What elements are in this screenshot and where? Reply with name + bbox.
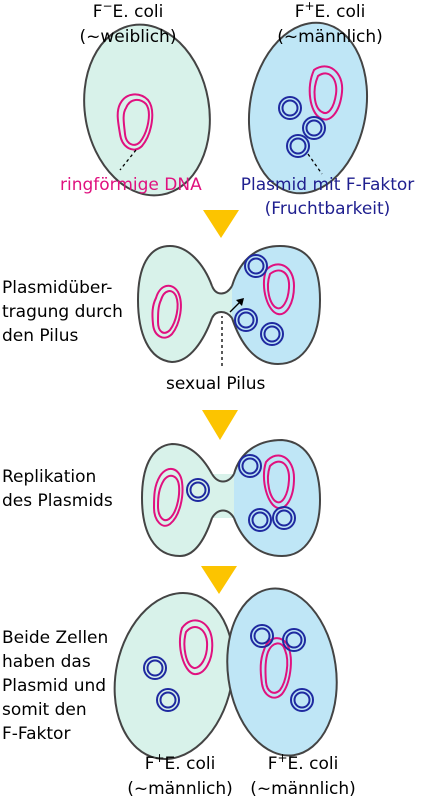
step4-line2: haben das: [2, 652, 91, 672]
male-cell-label: F+E. coli (~männlich): [265, 0, 395, 49]
female-cell-subtitle: (~weiblich): [79, 27, 177, 47]
male-cell-subtitle: (~männlich): [277, 27, 383, 47]
step3-description: Replikation des Plasmids: [2, 465, 113, 513]
conjugating-cells-stage3: [140, 438, 322, 558]
female-cell-top: [83, 23, 211, 197]
step4-line5: F-Faktor: [2, 724, 71, 744]
plasmid-pointer: [307, 153, 323, 175]
pilus-label: sexual Pilus: [166, 374, 266, 394]
bottom-right-title: F+E. coli: [267, 751, 339, 774]
plasmid-label: Plasmid mit F-Faktor (Fruchtbarkeit): [230, 173, 425, 221]
step2-line1: Plasmidüber-: [2, 278, 113, 298]
step-arrow-2: [202, 410, 238, 440]
step-arrow-1: [203, 210, 239, 238]
chromosome-pointer: [119, 149, 137, 171]
step4-line1: Beide Zellen: [2, 628, 109, 648]
step3-line1: Replikation: [2, 467, 97, 487]
step2-line2: tragung durch: [2, 302, 123, 322]
chromosome-label: ringförmige DNA: [60, 175, 202, 195]
daughter-cell-left: [113, 591, 235, 761]
conjugating-cells-stage2: [136, 244, 322, 366]
male-cell-title: F+E. coli: [294, 0, 366, 22]
daughter-cell-right: [226, 587, 338, 757]
chromosome-loop: [116, 93, 154, 151]
bottom-right-label: F+E. coli (~männlich): [238, 751, 368, 801]
bottom-left-title: F+E. coli: [144, 751, 216, 774]
female-cell-label: F−E. coli (~weiblich): [68, 0, 188, 49]
plasmid-label-line2: (Fruchtbarkeit): [264, 199, 391, 219]
male-cell-top: [247, 21, 369, 195]
bottom-left-subtitle: (~männlich): [127, 779, 233, 799]
female-cell-title: F−E. coli: [92, 0, 164, 22]
bottom-left-label: F+E. coli (~männlich): [115, 751, 245, 801]
step2-description: Plasmidüber- tragung durch den Pilus: [2, 276, 123, 348]
step4-line4: somit den: [2, 700, 87, 720]
step4-description: Beide Zellen haben das Plasmid und somit…: [2, 626, 108, 746]
bottom-right-subtitle: (~männlich): [250, 779, 356, 799]
plasmid-label-line1: Plasmid mit F-Faktor: [240, 175, 415, 195]
step3-line2: des Plasmids: [2, 491, 113, 511]
step2-line3: den Pilus: [2, 326, 79, 346]
step4-line3: Plasmid und: [2, 676, 107, 696]
step-arrow-3: [201, 566, 237, 594]
